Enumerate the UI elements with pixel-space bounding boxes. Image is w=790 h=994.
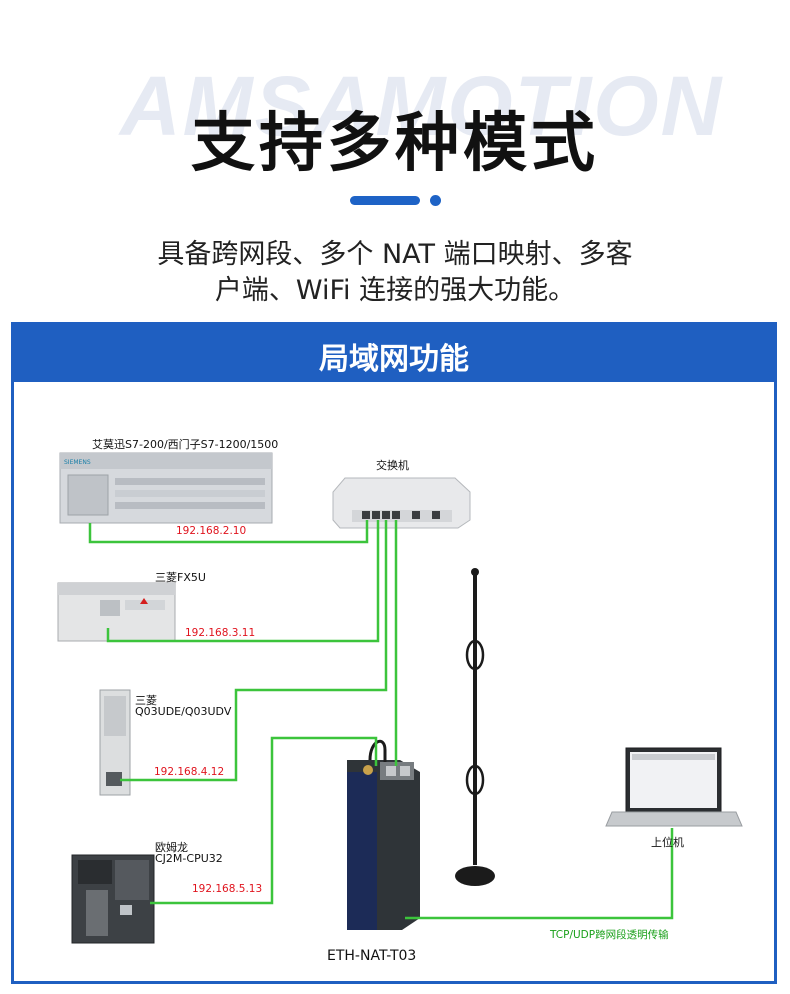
plc-q03-label-2: Q03UDE/Q03UDV	[135, 705, 232, 718]
gateway-device	[347, 760, 420, 930]
svg-text:SIEMENS: SIEMENS	[64, 459, 91, 466]
plc-cj2m-label-2: CJ2M-CPU32	[155, 852, 223, 865]
tcp-udp-link-label: TCP/UDP跨网段透明传输	[550, 929, 669, 941]
plc-q03-ip: 192.168.4.12	[154, 766, 225, 778]
plc-fx5u-label: 三菱FX5U	[155, 571, 206, 584]
network-switch	[332, 477, 471, 529]
plc-s7-label: 艾莫迅S7-200/西门子S7-1200/1500	[92, 438, 279, 451]
network-links	[88, 520, 674, 920]
plc-fx5u-ip: 192.168.3.11	[185, 627, 256, 639]
plc-cj2m-label-1: 欧姆龙	[155, 841, 188, 854]
section-title: 局域网功能	[319, 342, 469, 377]
lan-panel-header	[11, 322, 777, 382]
gateway-label: ETH-NAT-T03	[327, 948, 417, 964]
pc-label: 上位机	[651, 836, 684, 849]
plc-q03-device	[99, 689, 131, 796]
plc-cj2m-device	[71, 854, 155, 944]
laptop	[605, 747, 743, 827]
description-line-1: 具备跨网段、多个 NAT 端口映射、多客	[157, 239, 633, 270]
antenna-cable	[368, 739, 387, 762]
plc-cj2m-ip: 192.168.5.13	[192, 883, 263, 895]
plc-s7-device: SIEMENS	[59, 452, 273, 524]
switch-label: 交换机	[376, 459, 409, 472]
title-divider-bar	[350, 196, 420, 205]
page-title: 支持多种模式	[191, 107, 599, 181]
plc-q03-label-1: 三菱	[135, 694, 157, 707]
brand-watermark: AMSAMOTION	[120, 59, 724, 153]
title-divider-dot	[430, 195, 441, 206]
plc-fx5u-device	[57, 582, 176, 642]
description-line-2: 户端、WiFi 连接的强大功能。	[214, 275, 576, 306]
antenna	[455, 568, 495, 886]
plc-s7-ip: 192.168.2.10	[176, 525, 247, 537]
